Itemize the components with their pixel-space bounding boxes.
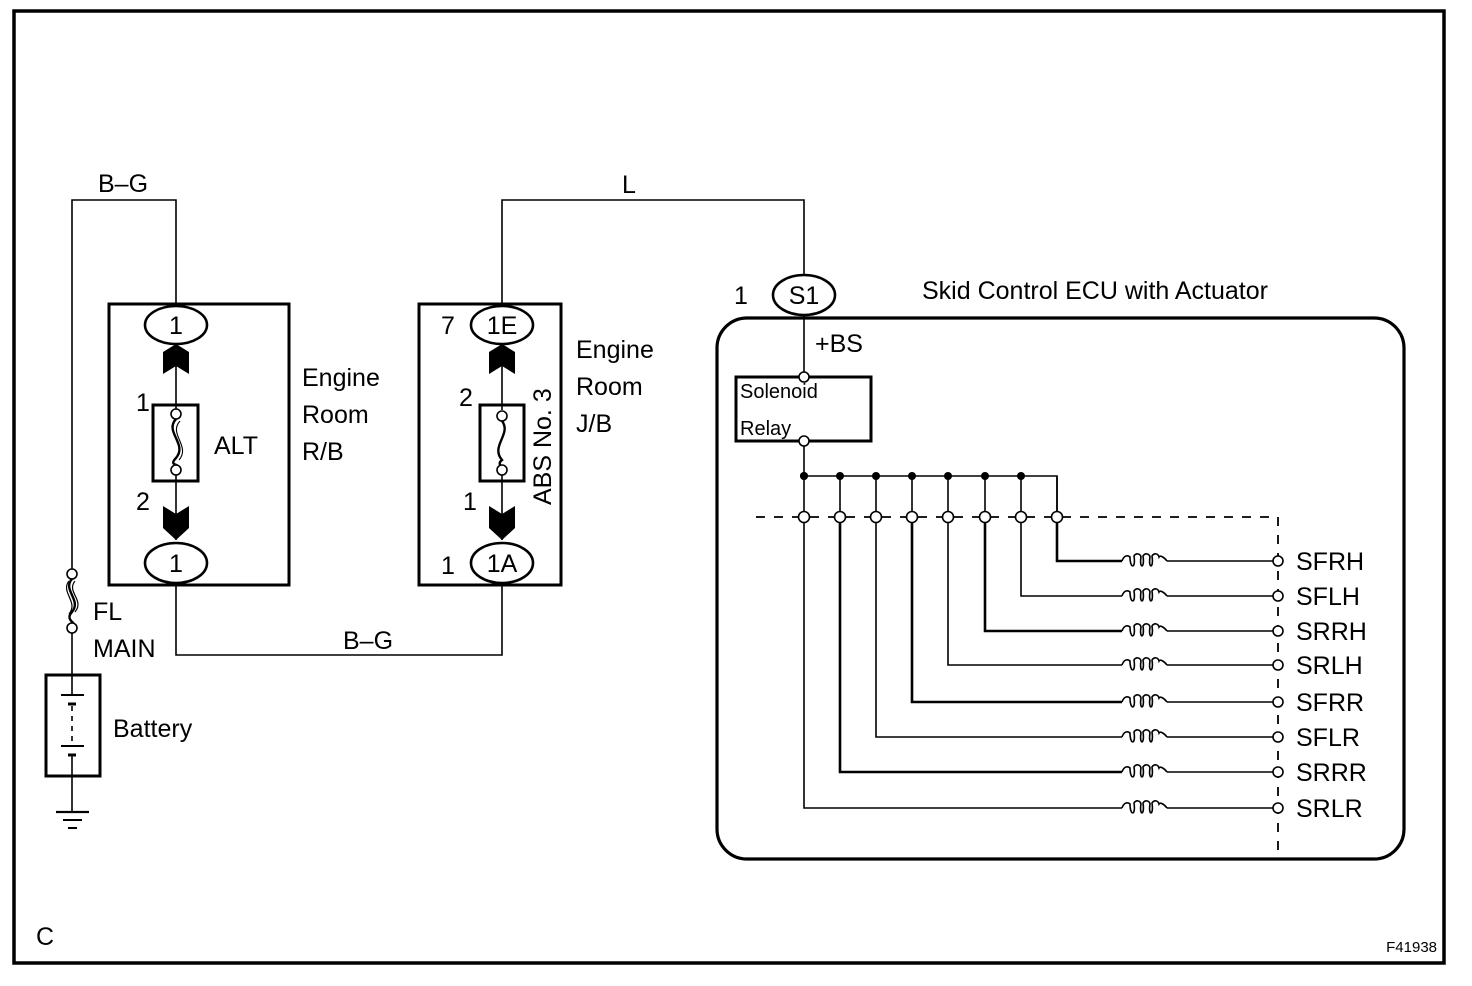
solenoid-label: SFLR	[1296, 724, 1360, 752]
connector-terminal	[941, 510, 955, 524]
svg-text:Relay: Relay	[740, 418, 791, 440]
skid-control-ecu: Skid Control ECU with Actuator S1 1 +BS …	[715, 273, 1406, 861]
ecu-title: Skid Control ECU with Actuator	[922, 277, 1268, 305]
connector-terminal	[1272, 696, 1284, 708]
wire-bg-top: B–G	[71, 170, 177, 572]
wire-bg-bottom: B–G	[175, 585, 503, 656]
solenoid-coil-icon	[1121, 553, 1168, 567]
solenoid-label: SFRH	[1296, 548, 1364, 576]
solenoid-branch-sfrr: SFRR	[905, 472, 1364, 717]
svg-text:B–G: B–G	[343, 627, 393, 655]
svg-text:1: 1	[734, 282, 748, 310]
wire-l: L	[501, 171, 805, 305]
connector-terminal	[1272, 802, 1284, 814]
battery-label: Battery	[113, 715, 193, 743]
solenoid-coil-icon	[1121, 657, 1168, 671]
solenoid-branch-srrh: SRRH	[978, 472, 1367, 646]
svg-text:1: 1	[136, 389, 150, 417]
connector-terminal	[1014, 510, 1028, 524]
connector-terminal	[1272, 659, 1284, 671]
fusible-link-fl-main: FL MAIN	[66, 568, 156, 676]
solenoid-branch-srrr: SRRR	[833, 472, 1367, 787]
connector-terminal	[1272, 766, 1284, 778]
connector-terminal	[1050, 510, 1064, 524]
solenoid-coil-icon	[1121, 623, 1168, 637]
connector-terminal	[1272, 731, 1284, 743]
svg-text:S1: S1	[789, 282, 820, 310]
solenoid-branch-srlr: SRLR	[797, 472, 1363, 823]
solenoid-coil-icon	[1121, 588, 1168, 602]
solenoid-branch-sflh: SFLH	[1014, 472, 1360, 611]
svg-text:1: 1	[441, 552, 455, 580]
svg-text:Solenoid: Solenoid	[740, 381, 818, 403]
connector-rb-bottom	[143, 541, 209, 585]
abs-no3-fuse-label: ABS No. 3	[529, 388, 557, 505]
svg-text:1: 1	[169, 550, 183, 578]
svg-text:1E: 1E	[487, 312, 518, 340]
connector-terminal	[833, 510, 847, 524]
svg-text:L: L	[622, 171, 636, 199]
svg-text:Engine: Engine	[302, 364, 380, 392]
svg-text:Room: Room	[302, 401, 369, 429]
connector-terminal	[797, 510, 811, 524]
solenoid-branch-sflr: SFLR	[869, 472, 1360, 752]
junction-dot	[800, 472, 808, 480]
fl-label: FL	[93, 598, 122, 626]
solenoid-label: SFRR	[1296, 689, 1364, 717]
connector-terminal	[1272, 590, 1284, 602]
engine-room-rb: 1 1 2 ALT 1 Engine Room R/B	[107, 302, 380, 587]
battery: Battery	[44, 673, 193, 829]
svg-text:7: 7	[441, 312, 455, 340]
alt-fuse-label: ALT	[214, 432, 258, 460]
solenoid-label: SFLH	[1296, 583, 1360, 611]
solenoid-label: SRLH	[1296, 652, 1363, 680]
bs-terminal-label: +BS	[815, 330, 863, 358]
solenoid-coil-icon	[1121, 764, 1168, 778]
svg-text:Room: Room	[576, 373, 643, 401]
engine-room-jb: 1E 7 2 1 ABS No. 3 1A 1 Engine Room J/B	[417, 302, 654, 587]
connector-terminal	[905, 510, 919, 524]
corner-letter: C	[36, 923, 54, 951]
figure-id: F41938	[1386, 939, 1437, 956]
solenoid-coil-icon	[1121, 694, 1168, 708]
solenoid-label: SRRH	[1296, 618, 1367, 646]
svg-text:1A: 1A	[487, 550, 518, 578]
connector-1a	[469, 541, 535, 585]
solenoid-coil-icon	[1121, 729, 1168, 743]
svg-text:1: 1	[169, 312, 183, 340]
solenoid-branch-srlh: SRLH	[941, 472, 1363, 680]
solenoid-label: SRLR	[1296, 795, 1363, 823]
connector-terminal	[1272, 555, 1284, 567]
solenoid-coil-icon	[1121, 800, 1168, 814]
svg-text:2: 2	[136, 488, 150, 516]
solenoid-branch-sfrh: SFRH	[1050, 476, 1364, 576]
connector-terminal	[978, 510, 992, 524]
svg-text:R/B: R/B	[302, 438, 344, 466]
svg-text:1: 1	[463, 488, 477, 516]
connector-terminal	[869, 510, 883, 524]
solenoid-label: SRRR	[1296, 759, 1367, 787]
outer-frame	[12, 9, 1446, 965]
svg-text:2: 2	[459, 384, 473, 412]
wire-color-label: B–G	[98, 170, 148, 198]
main-label: MAIN	[93, 635, 156, 663]
connector-terminal	[1272, 625, 1284, 637]
svg-text:J/B: J/B	[576, 410, 612, 438]
svg-text:Engine: Engine	[576, 336, 654, 364]
